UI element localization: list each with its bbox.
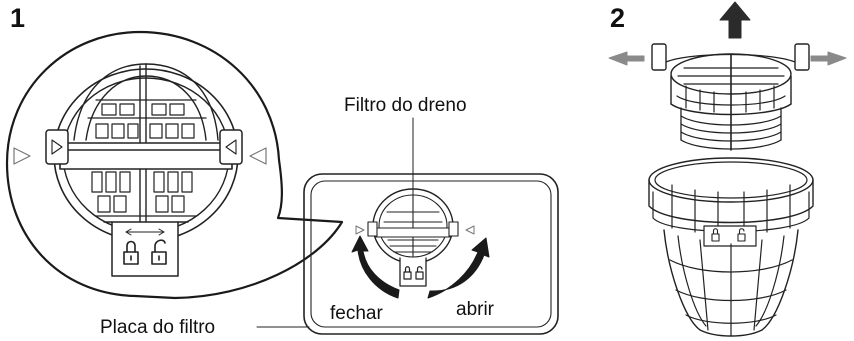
filter-basket	[648, 157, 814, 337]
filter-plate-label: Placa do filtro	[100, 317, 216, 338]
drain-filter-label: Filtro do dreno	[344, 95, 467, 116]
locked-padlock-icon	[123, 240, 139, 265]
left-squeeze-arrow	[608, 51, 645, 66]
lock-tab	[103, 221, 189, 277]
small-drain-filter	[355, 188, 475, 287]
close-rotation-arrow	[351, 235, 400, 299]
filter-cap-removed	[651, 43, 810, 151]
push-down-arrow-up	[719, 1, 751, 39]
magnified-filter-bubble	[5, 30, 344, 300]
open-label: abrir	[456, 299, 495, 320]
unlocked-padlock-icon	[151, 239, 167, 265]
right-squeeze-arrow	[810, 51, 847, 66]
filter-grille-lower	[91, 171, 197, 217]
open-rotation-arrow	[427, 237, 490, 299]
left-alignment-triangle	[13, 147, 31, 165]
filter-plate	[303, 173, 559, 335]
filter-grille-upper	[87, 99, 207, 139]
right-alignment-triangle	[249, 147, 267, 165]
close-label: fechar	[330, 303, 383, 324]
step-2-number: 2	[610, 3, 626, 33]
step-1-number: 1	[10, 3, 26, 33]
